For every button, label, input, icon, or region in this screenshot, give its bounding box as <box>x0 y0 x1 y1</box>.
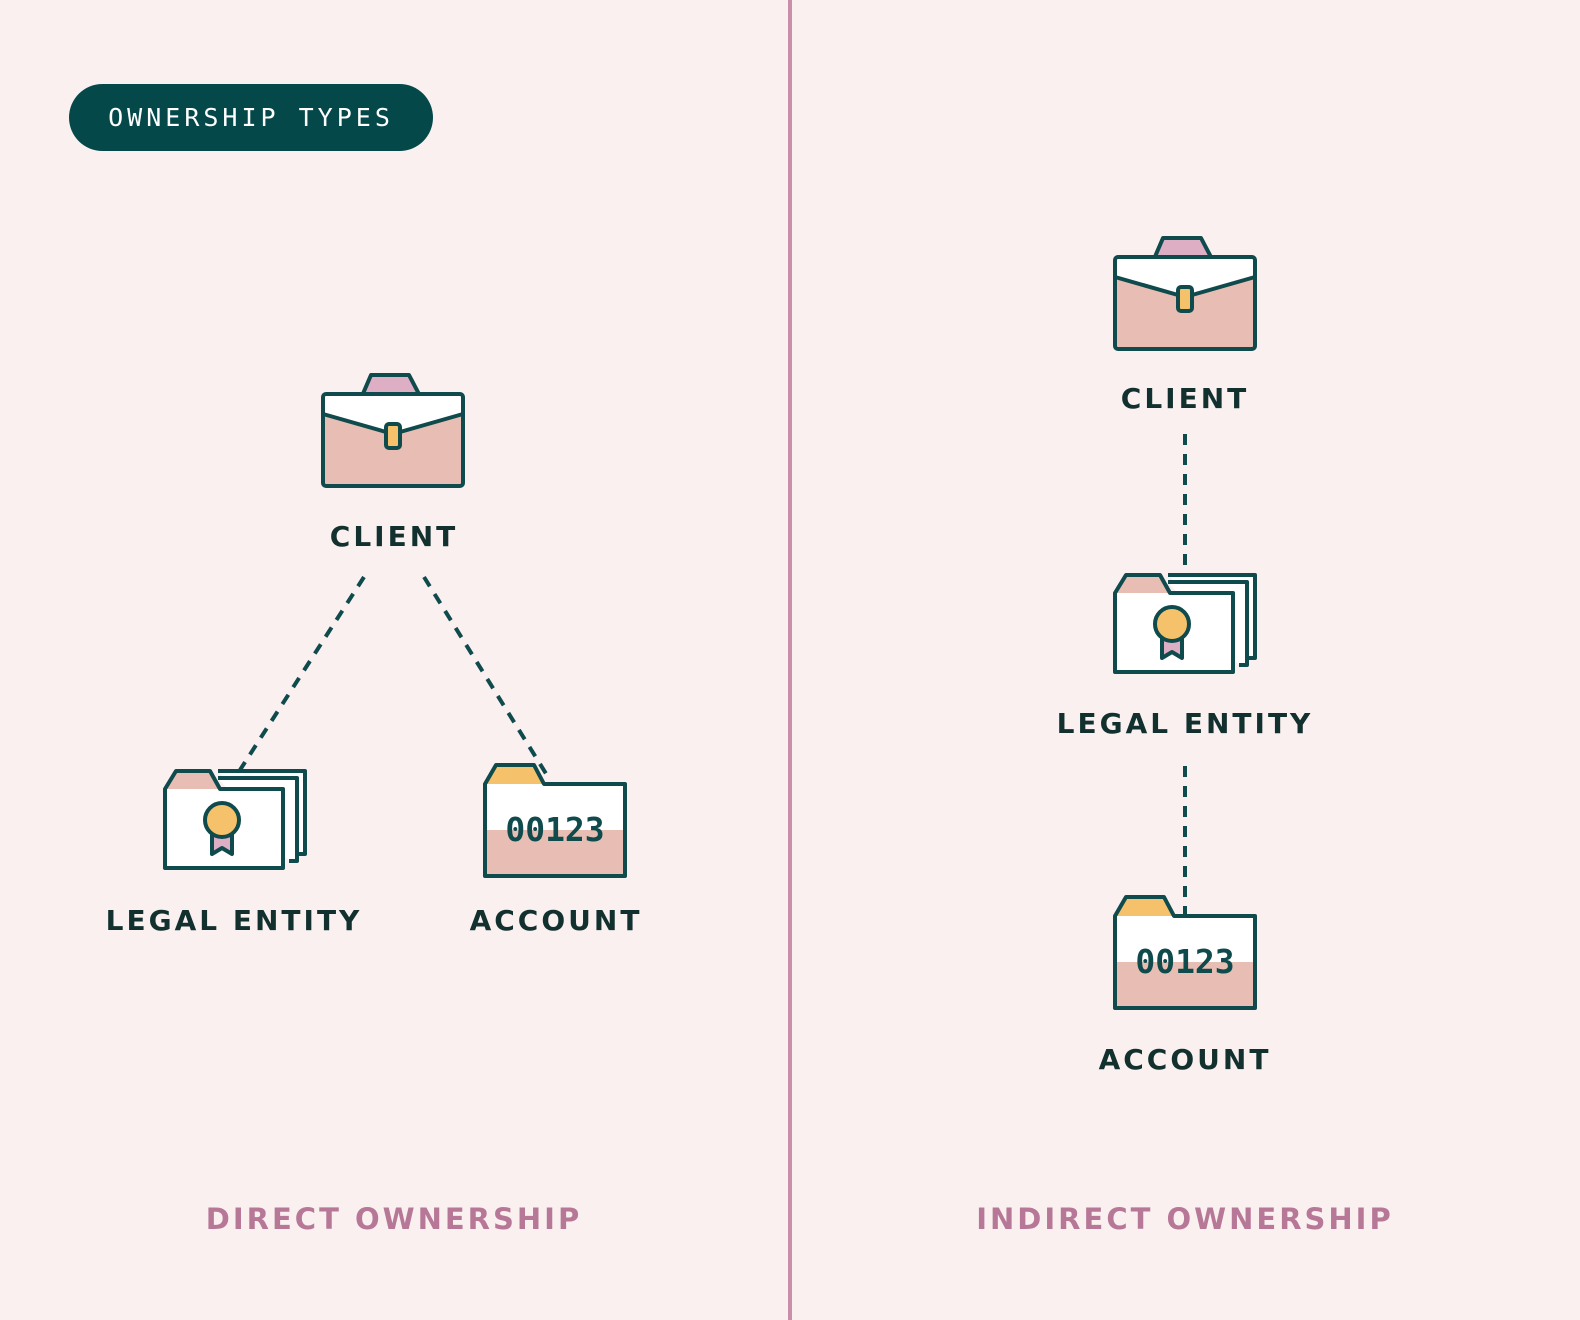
indirect-ownership-label: INDIRECT OWNERSHIP <box>976 1202 1394 1236</box>
indirect-account-folder-icon: 00123 <box>1113 895 1257 1010</box>
direct-client-briefcase-icon <box>321 373 465 488</box>
panel-divider <box>788 0 792 1320</box>
direct-client-legal-connector <box>238 575 366 772</box>
indirect-client-label: CLIENT <box>1120 382 1250 415</box>
indirect-client-briefcase-icon <box>1113 236 1257 351</box>
direct-account-number: 00123 <box>505 810 604 849</box>
direct-ownership-label: DIRECT OWNERSHIP <box>205 1202 583 1236</box>
direct-legal-entity-label: LEGAL ENTITY <box>105 904 363 937</box>
indirect-account-number: 00123 <box>1135 942 1234 981</box>
ownership-types-badge: OWNERSHIP TYPES <box>69 84 433 151</box>
direct-legal-entity-certificate-icon <box>163 769 307 870</box>
indirect-legal-entity-certificate-icon <box>1113 573 1257 674</box>
indirect-account-label: ACCOUNT <box>1098 1043 1272 1076</box>
badge-label: OWNERSHIP TYPES <box>108 103 394 132</box>
direct-account-label: ACCOUNT <box>469 904 643 937</box>
direct-client-label: CLIENT <box>329 520 459 553</box>
direct-account-folder-icon: 00123 <box>483 763 627 878</box>
indirect-legal-entity-label: LEGAL ENTITY <box>1056 707 1314 740</box>
direct-client-account-connector <box>422 575 552 782</box>
